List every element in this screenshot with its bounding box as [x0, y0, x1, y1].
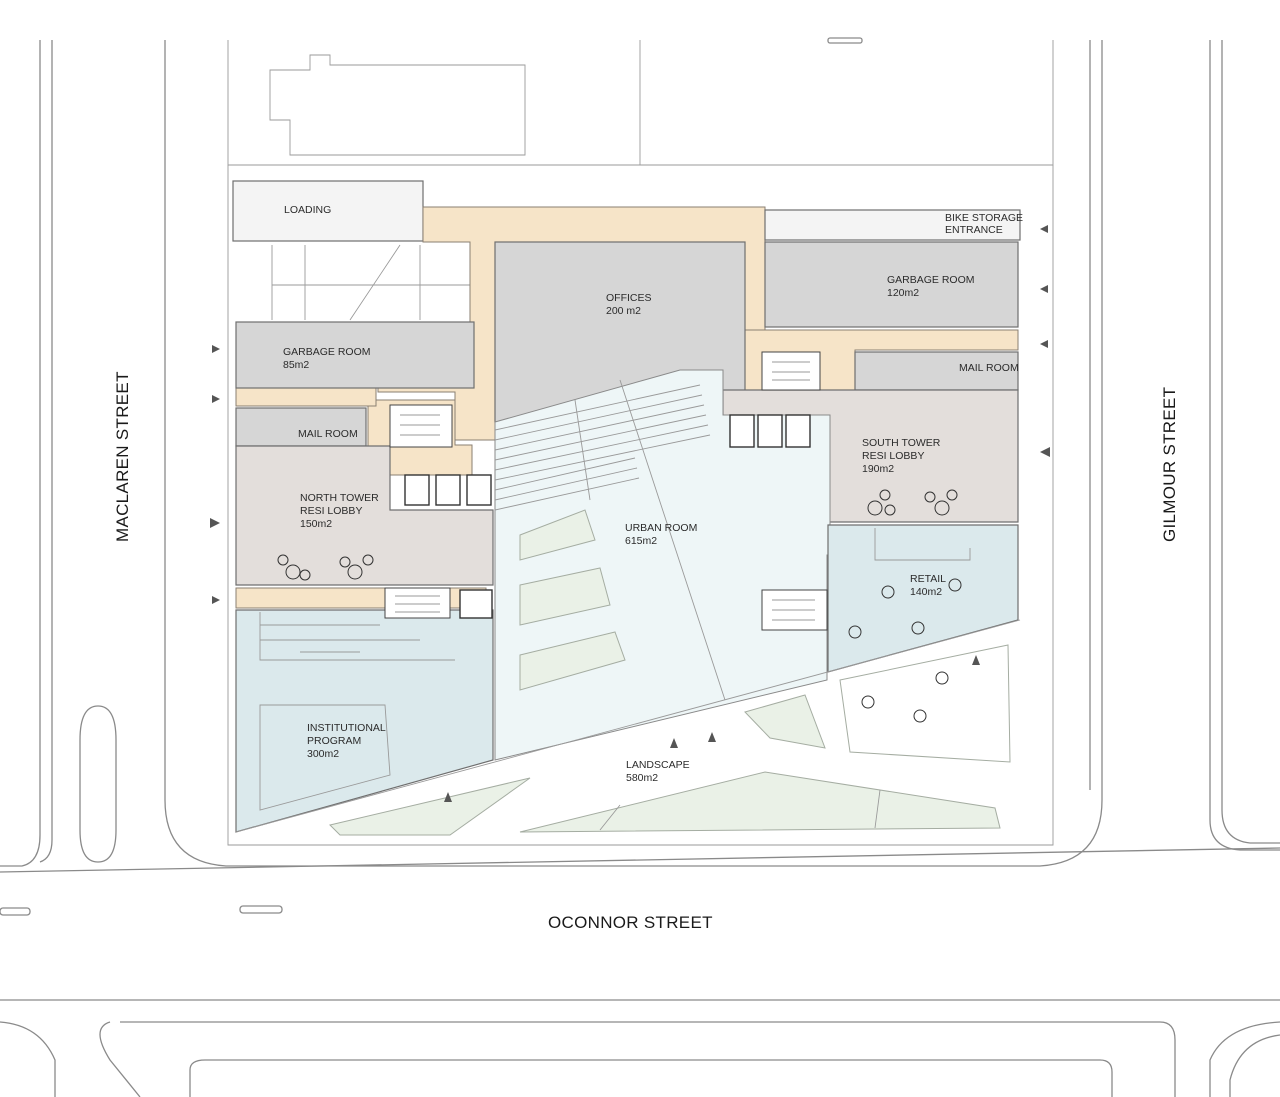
north-lobby-label-1: NORTH TOWER	[300, 492, 379, 504]
retail-label: RETAIL	[910, 573, 946, 585]
north-lobby-area: 150m2	[300, 518, 332, 530]
loading-area	[232, 180, 471, 321]
garbage-room-south	[764, 241, 1019, 328]
gilmour-street-label: GILMOUR STREET	[1160, 387, 1179, 542]
landscape-area-label: 580m2	[626, 772, 658, 784]
offices-label: OFFICES	[606, 292, 652, 304]
garbage-south-area: 120m2	[887, 287, 919, 299]
retail-tables	[848, 578, 962, 723]
retail-room	[827, 524, 1019, 673]
institutional-area: 300m2	[307, 748, 339, 760]
garbage-room-north	[235, 321, 475, 389]
north-lobby-label-2: RESI LOBBY	[300, 505, 362, 517]
mail-room-south-label: MAIL ROOM	[959, 362, 1019, 374]
oconnor-street-label: OCONNOR STREET	[548, 913, 713, 932]
maclaren-street-label: MACLAREN STREET	[113, 371, 132, 542]
bike-storage-label: BIKE STORAGE	[945, 212, 1023, 224]
stair-cores	[384, 351, 828, 631]
road-network	[0, 37, 1280, 1097]
landscape-label: LANDSCAPE	[626, 759, 690, 771]
lobby-furniture	[277, 489, 958, 581]
garbage-south-label: GARBAGE ROOM	[887, 274, 975, 286]
landscape-area	[235, 619, 1021, 836]
retail-area: 140m2	[910, 586, 942, 598]
south-lobby-label-1: SOUTH TOWER	[862, 437, 941, 449]
south-lobby-area: 190m2	[862, 463, 894, 475]
garbage-north-label: GARBAGE ROOM	[283, 346, 371, 358]
mail-room-north	[235, 407, 367, 447]
neighbouring-buildings	[227, 40, 1054, 846]
entrance-arrows	[210, 225, 1050, 802]
urban-room-label: URBAN ROOM	[625, 522, 697, 534]
mail-room-north-label: MAIL ROOM	[298, 428, 358, 440]
urban-room-stairs	[494, 379, 726, 701]
urban-room-area-label: 615m2	[625, 535, 657, 547]
south-lobby-label-2: RESI LOBBY	[862, 450, 924, 462]
elevator-banks	[404, 414, 811, 619]
institutional-label-2: PROGRAM	[307, 735, 361, 747]
institutional-label-1: INSTITUTIONAL	[307, 722, 386, 734]
urban-room-planters	[519, 509, 626, 691]
offices-area: 200 m2	[606, 305, 641, 317]
loading-label: LOADING	[284, 204, 331, 216]
garbage-north-area: 85m2	[283, 359, 309, 371]
bike-entrance-label: ENTRANCE	[945, 224, 1003, 236]
bike-storage	[764, 209, 1021, 241]
institutional-shelving	[259, 612, 455, 811]
